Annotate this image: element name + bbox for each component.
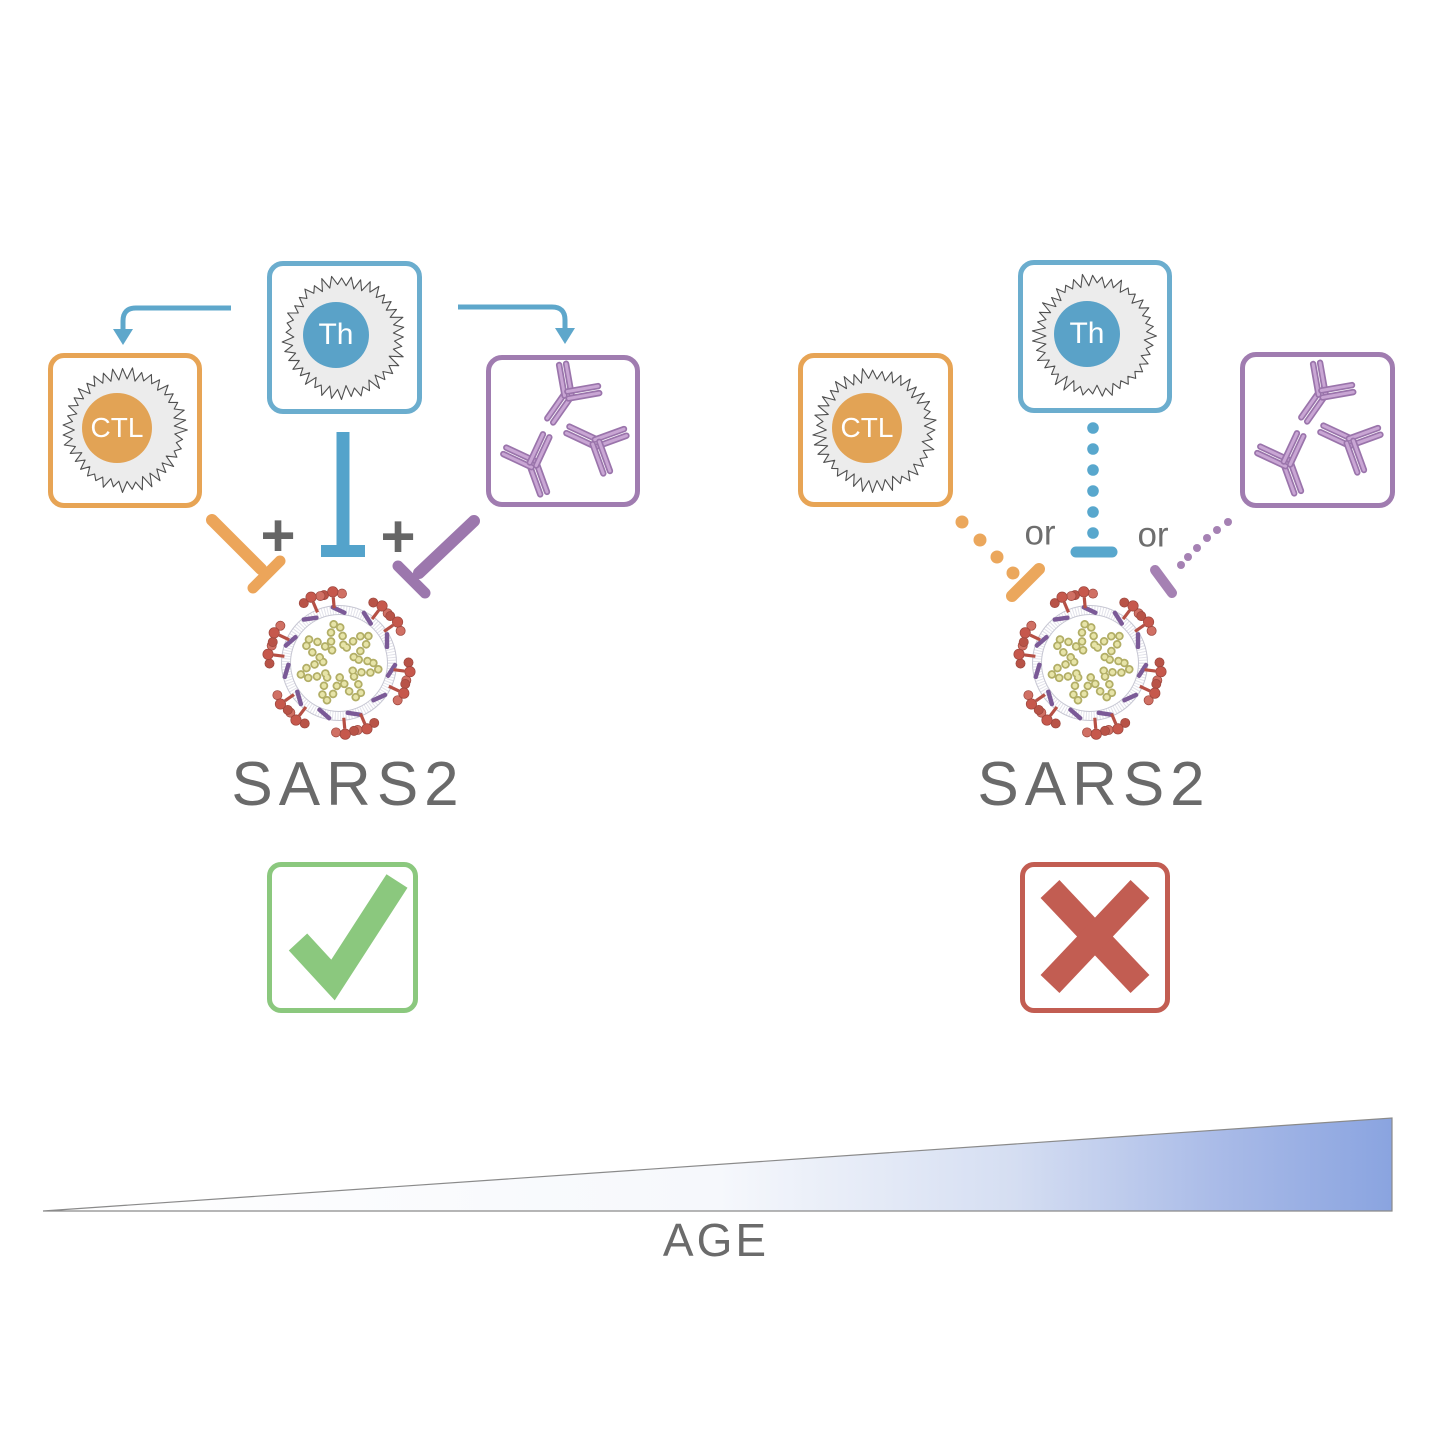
ctl-weak-inhibition-dotted <box>955 515 1045 602</box>
or-label-right: or <box>1137 515 1169 555</box>
th-activation-arrow-to-ctl <box>113 305 231 345</box>
th-activation-arrow-to-antibody <box>458 304 575 344</box>
or-label-left: or <box>1024 513 1056 553</box>
th-nucleus-left: Th <box>303 302 369 368</box>
ctl-cell-box-right <box>798 353 953 507</box>
cross-icon <box>1040 880 1150 993</box>
virus-icon-right <box>1013 586 1167 740</box>
outcome-box-failure <box>1020 862 1170 1013</box>
age-gradient-triangle <box>42 1117 1393 1212</box>
plus-sign-right: + <box>380 503 416 570</box>
antibody-box-right <box>1240 352 1395 508</box>
outcome-box-success <box>267 862 418 1013</box>
ctl-nucleus-right: CTL <box>832 393 902 463</box>
th-cell-box-right <box>1018 260 1172 413</box>
ctl-cell-box-left <box>48 353 202 508</box>
ctl-nucleus-left: CTL <box>82 393 152 463</box>
checkmark-icon <box>288 874 408 1001</box>
th-weak-inhibition-dotted <box>1070 422 1118 558</box>
virus-label-right: SARS2 <box>977 750 1211 819</box>
antibody-box-left <box>486 355 640 507</box>
antibody-weak-inhibition-dotted <box>1150 518 1232 598</box>
antibody-icon-right <box>1254 359 1384 497</box>
ctl-inhibition-tbar <box>206 514 286 594</box>
age-axis-label: AGE <box>662 1214 770 1266</box>
antibody-icon-left <box>500 360 630 498</box>
th-inhibition-tbar <box>321 432 365 557</box>
th-cell-box-left <box>267 261 422 414</box>
antibody-inhibition-tbar <box>392 515 480 599</box>
th-nucleus-right: Th <box>1054 301 1120 367</box>
virus-icon-left <box>262 586 416 740</box>
virus-label-left: SARS2 <box>231 750 465 819</box>
plus-sign-left: + <box>260 502 296 569</box>
